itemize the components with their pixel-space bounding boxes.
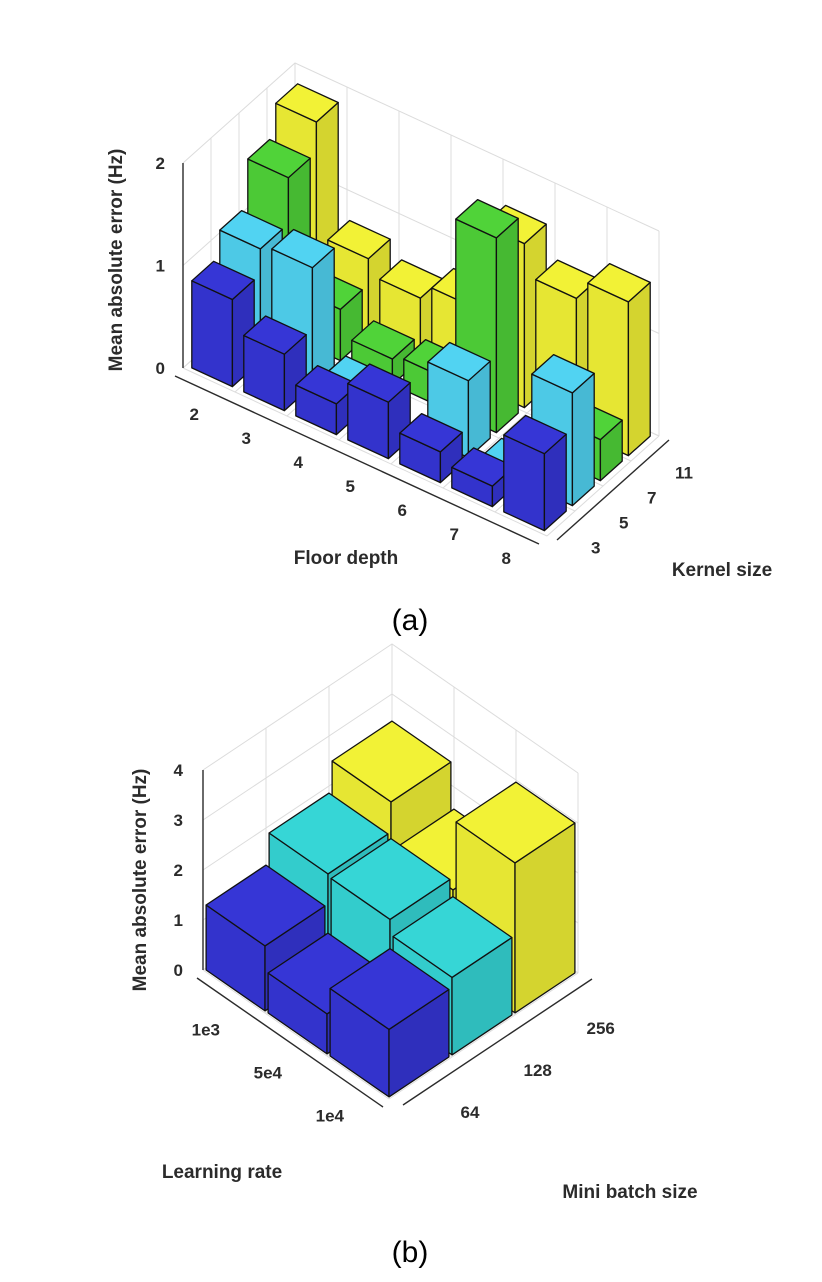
x-tick-label: 4 bbox=[294, 453, 304, 472]
z-tick-label: 3 bbox=[174, 811, 183, 830]
bar bbox=[399, 412, 463, 484]
bar bbox=[329, 947, 450, 1098]
bar-side-face bbox=[495, 217, 519, 434]
y-tick-label: 128 bbox=[524, 1061, 552, 1080]
gridline-x-floor bbox=[388, 972, 579, 1100]
bar-top-face bbox=[247, 138, 311, 179]
x-tick-label: 1e3 bbox=[192, 1021, 220, 1040]
x-tick-label: 2 bbox=[190, 405, 199, 424]
y-tick-label: 256 bbox=[587, 1019, 615, 1038]
z-tick-label: 1 bbox=[174, 911, 183, 930]
bar-top-face bbox=[455, 781, 576, 864]
z-tick-label: 4 bbox=[174, 761, 184, 780]
y-tick-label: 64 bbox=[461, 1103, 480, 1122]
gridline-y-floor bbox=[202, 969, 390, 1100]
z-axis-title: Mean absolute error (Hz) bbox=[130, 769, 151, 992]
z-tick-label: 2 bbox=[174, 861, 183, 880]
bar-side-face bbox=[627, 281, 651, 457]
chart-a-bars bbox=[191, 83, 651, 532]
chart-a-axes bbox=[174, 163, 670, 545]
gridline-x-floor bbox=[546, 435, 660, 537]
y-tick-label: 7 bbox=[647, 489, 656, 508]
bar bbox=[503, 414, 567, 532]
bar-top-face bbox=[268, 792, 389, 875]
bar-top-face bbox=[531, 353, 595, 394]
chart-b-axes bbox=[196, 770, 593, 1108]
bar-top-face bbox=[275, 83, 339, 123]
chart-b-bars bbox=[205, 720, 576, 1098]
bar-top-face bbox=[271, 228, 335, 269]
chart-a-panel-label: (a) bbox=[392, 604, 429, 637]
x-axis-line bbox=[174, 375, 540, 545]
bar-top-face bbox=[327, 219, 391, 260]
y-tick-label: 11 bbox=[675, 464, 693, 483]
bar-side-face bbox=[571, 372, 595, 507]
bar-top-face bbox=[399, 412, 463, 453]
bar-top-face bbox=[330, 837, 451, 921]
bar-top-face bbox=[503, 414, 567, 455]
y-axis-title: Mini batch size bbox=[562, 1182, 697, 1203]
x-tick-label: 1e4 bbox=[316, 1107, 345, 1126]
y-tick-label: 3 bbox=[591, 539, 600, 558]
bar-top-face bbox=[427, 341, 491, 382]
x-axis-title: Floor depth bbox=[294, 548, 398, 569]
bar-top-face bbox=[243, 315, 307, 355]
x-tick-label: 3 bbox=[242, 429, 251, 448]
x-axis-title: Learning rate bbox=[162, 1162, 282, 1183]
bar-top-face bbox=[347, 363, 411, 403]
bar-top-face bbox=[455, 198, 519, 239]
bar-top-face bbox=[331, 720, 452, 803]
bar-top-face bbox=[219, 209, 283, 250]
x-tick-label: 6 bbox=[398, 501, 407, 520]
x-tick-label: 7 bbox=[450, 525, 459, 544]
y-tick-label: 5 bbox=[619, 514, 628, 533]
chart-b-panel-label: (b) bbox=[392, 1236, 429, 1269]
bar-side-face bbox=[311, 247, 335, 387]
y-axis-line bbox=[556, 439, 670, 541]
bar-top-face bbox=[351, 320, 415, 360]
z-axis-title: Mean absolute error (Hz) bbox=[106, 149, 127, 372]
bar-top-face bbox=[191, 260, 255, 301]
z-tick-label: 1 bbox=[156, 257, 165, 276]
bar-top-face bbox=[587, 262, 651, 303]
x-tick-label: 8 bbox=[502, 549, 511, 568]
gridline-y-floor bbox=[182, 367, 548, 537]
x-axis-line bbox=[196, 977, 384, 1108]
bar-top-face bbox=[205, 864, 326, 947]
y-axis-title: Kernel size bbox=[672, 560, 772, 581]
y-axis-line bbox=[402, 978, 593, 1106]
z-tick-label: 0 bbox=[174, 961, 183, 980]
bar-top-face bbox=[392, 895, 513, 979]
x-tick-label: 5 bbox=[346, 477, 355, 496]
x-tick-label: 5e4 bbox=[254, 1064, 283, 1083]
z-tick-label: 0 bbox=[156, 359, 165, 378]
bar bbox=[455, 781, 576, 1014]
bar-top-face bbox=[329, 947, 450, 1031]
z-tick-label: 2 bbox=[156, 154, 165, 173]
